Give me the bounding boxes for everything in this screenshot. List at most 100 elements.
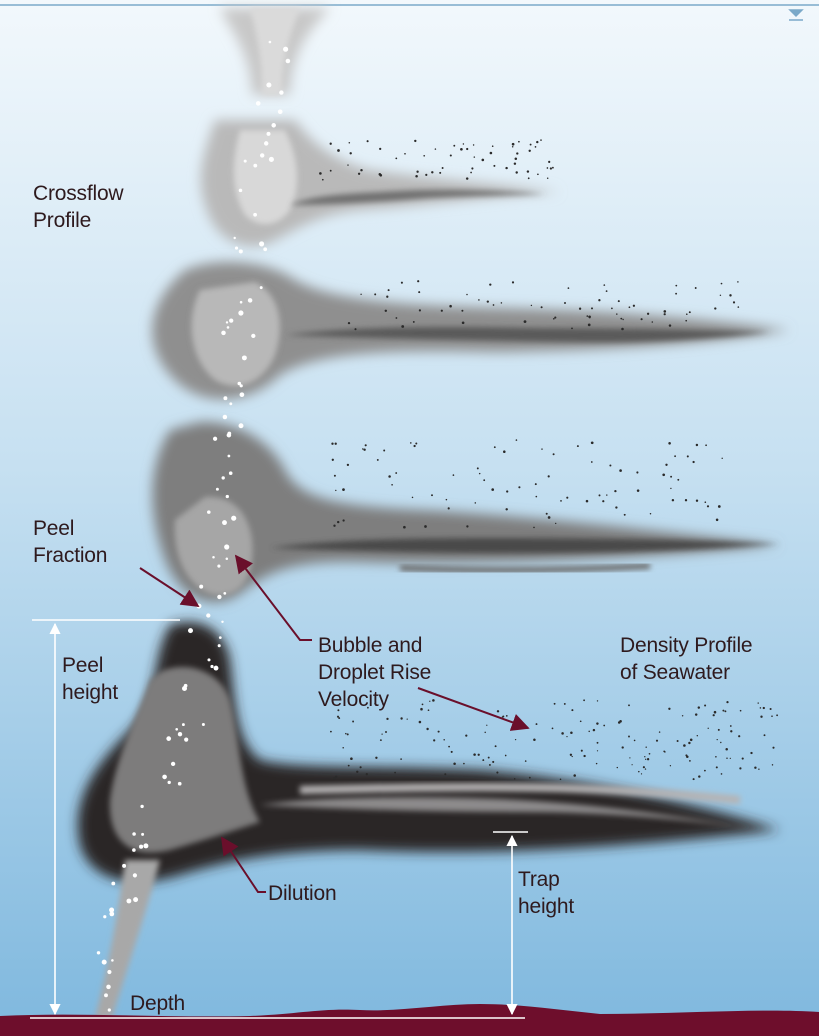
bubble-dot <box>141 833 144 836</box>
particle-dot <box>553 453 555 455</box>
particle-dot <box>609 464 611 466</box>
particle-dot <box>629 757 630 758</box>
particle-dot <box>675 285 677 287</box>
bubble-dot <box>122 864 126 868</box>
particle-dot <box>537 173 539 175</box>
bubble-dot <box>207 510 211 514</box>
particle-dot <box>548 161 550 163</box>
bubble-dot <box>266 82 271 87</box>
particle-dot <box>721 773 723 775</box>
bubble-dot <box>244 160 247 163</box>
particle-dot <box>451 751 453 753</box>
particle-dot <box>618 300 620 302</box>
bubble-dot <box>279 90 283 94</box>
particle-dot <box>442 167 444 169</box>
particle-dot <box>383 450 385 452</box>
particle-dot <box>466 294 468 296</box>
particle-dot <box>725 748 728 751</box>
bubble-dot <box>227 432 231 436</box>
particle-dot <box>603 725 605 727</box>
bubble-dot <box>175 728 178 731</box>
particle-dot <box>547 177 548 178</box>
particle-dot <box>688 742 690 744</box>
bubble-dot <box>229 318 233 322</box>
bubble-dot <box>269 41 272 44</box>
particle-dot <box>319 172 322 175</box>
bubble-dot <box>111 959 114 962</box>
particle-dot <box>615 506 617 508</box>
particle-dot <box>388 289 390 291</box>
particle-dot <box>770 708 772 710</box>
particle-dot <box>404 153 406 155</box>
particle-dot <box>705 444 707 446</box>
particle-dot <box>466 148 468 150</box>
bubble-dot <box>228 455 231 458</box>
particle-dot <box>512 143 515 146</box>
particle-dot <box>716 766 718 768</box>
bubble-dot <box>133 873 137 877</box>
particle-dot <box>560 500 562 502</box>
particle-dot <box>424 525 427 528</box>
bubble-dot <box>253 164 257 168</box>
particle-dot <box>690 739 693 742</box>
depth-text: Depth <box>130 990 185 1017</box>
particle-dot <box>652 321 654 323</box>
particle-dot <box>685 499 687 501</box>
particle-dot <box>597 700 598 701</box>
particle-dot <box>693 778 695 780</box>
particle-dot <box>533 527 535 529</box>
bubble-dot <box>253 213 257 217</box>
particle-dot <box>482 759 484 761</box>
particle-dot <box>591 461 593 463</box>
particle-dot <box>606 290 608 292</box>
particle-dot <box>717 739 718 740</box>
particle-dot <box>438 731 440 733</box>
crossflow-profile-label: Crossflow Profile <box>33 180 123 234</box>
particle-dot <box>342 519 344 521</box>
particle-dot <box>636 471 638 473</box>
bubble-dot <box>239 249 243 253</box>
bubble-dot <box>106 985 111 990</box>
bubble-dot <box>214 666 219 671</box>
particle-dot <box>704 704 706 706</box>
particle-dot <box>528 177 530 179</box>
particle-dot <box>579 308 581 310</box>
bubble-dot <box>271 123 276 128</box>
particle-dot <box>473 753 476 756</box>
particle-dot <box>478 299 480 301</box>
bubble-dot <box>218 644 221 647</box>
particle-dot <box>536 496 538 498</box>
particle-dot <box>721 283 723 285</box>
bubble-dot <box>264 141 268 145</box>
particle-dot <box>687 455 689 457</box>
particle-dot <box>505 755 507 757</box>
particle-dot <box>503 450 506 453</box>
bubble-dot <box>267 132 271 136</box>
particle-dot <box>401 325 404 328</box>
bubble-dot <box>97 951 100 954</box>
particle-dot <box>350 152 352 154</box>
particle-dot <box>524 320 527 323</box>
particle-dot <box>536 723 538 725</box>
particle-dot <box>704 770 706 772</box>
particle-dot <box>695 713 697 715</box>
particle-dot <box>483 479 485 481</box>
density-profile-label: Density Profile of Seawater <box>620 632 752 686</box>
particle-dot <box>518 141 520 143</box>
particle-dot <box>583 699 585 701</box>
particle-dot <box>381 733 382 734</box>
peel-fraction-label: Peel Fraction <box>33 515 107 569</box>
particle-dot <box>663 751 665 753</box>
particle-dot <box>664 310 667 313</box>
particle-dot <box>466 525 468 527</box>
bubble-dot <box>223 592 226 595</box>
bubble-dot <box>133 897 138 902</box>
particle-dot <box>535 146 537 148</box>
particle-dot <box>696 499 698 501</box>
particle-dot <box>685 320 687 322</box>
particle-dot <box>647 758 649 760</box>
particle-dot <box>416 171 418 173</box>
particle-dot <box>554 317 556 319</box>
particle-dot <box>413 445 415 447</box>
particle-dot <box>391 484 393 486</box>
